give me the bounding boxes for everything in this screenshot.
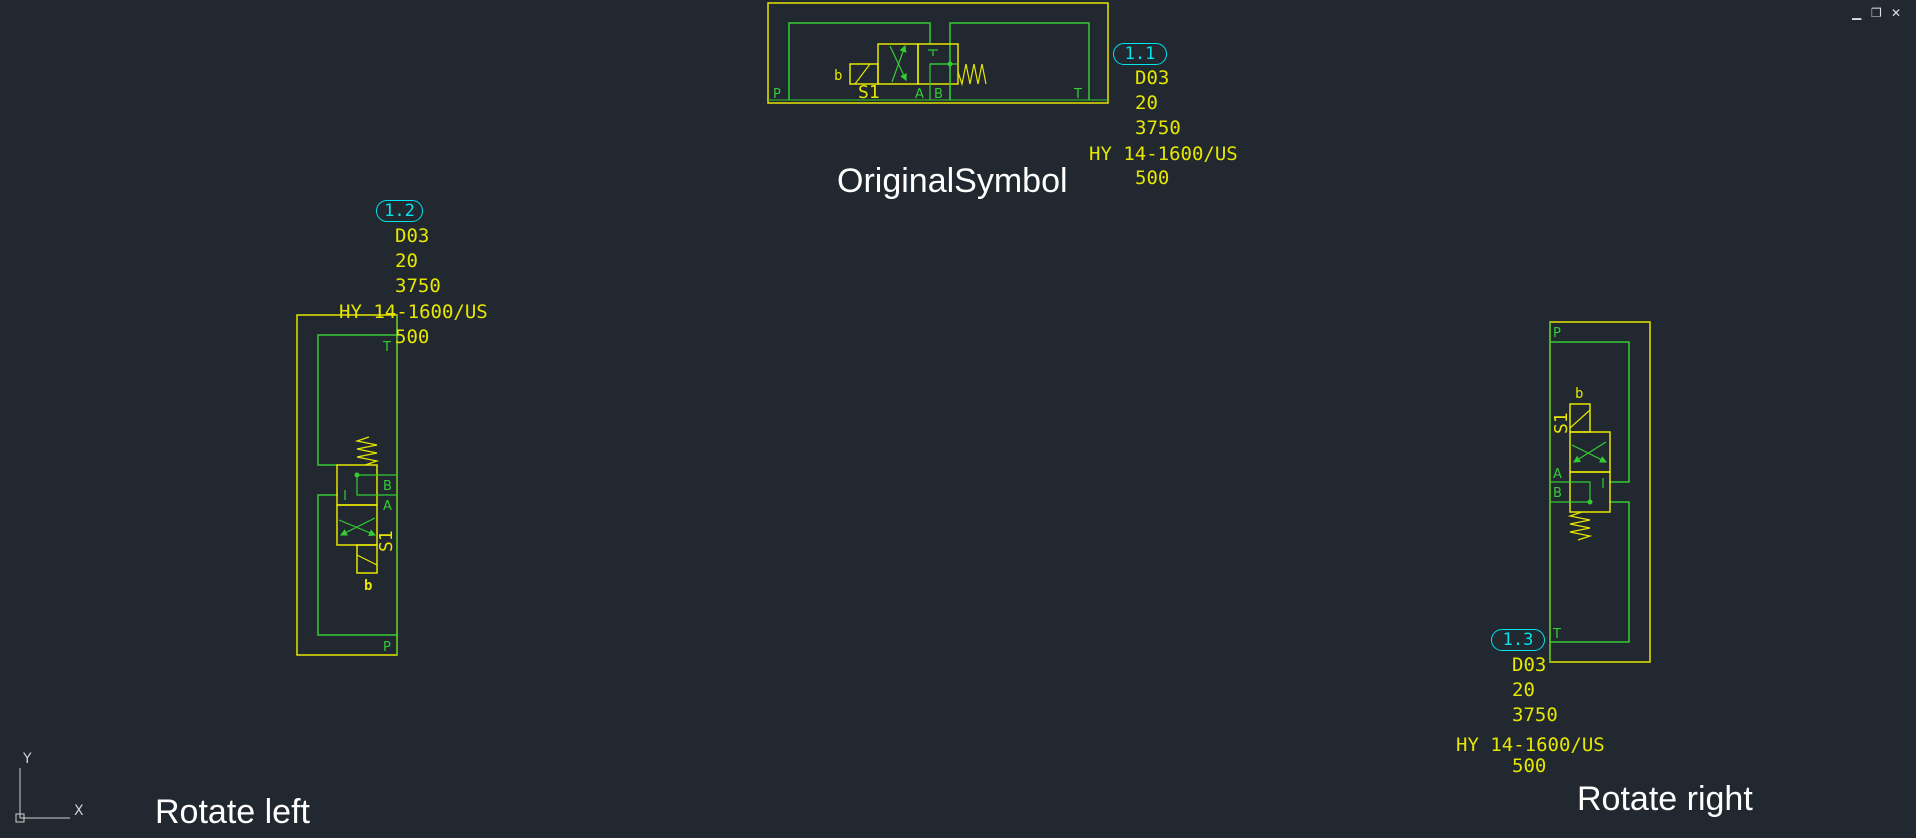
port-t-label: T	[382, 340, 391, 355]
port-b-label: B	[1553, 486, 1562, 501]
solenoid-name: S1	[1551, 412, 1572, 434]
attr-value: D03	[395, 225, 430, 247]
port-b-label: B	[383, 479, 392, 494]
port-t-label: T	[1552, 627, 1561, 642]
solenoid-name: S1	[376, 530, 397, 552]
valve-symbol-original[interactable]	[767, 2, 1109, 104]
attr-value: 500	[395, 326, 430, 348]
valve-symbol-rotate-left[interactable]	[296, 314, 398, 656]
port-p-label: P	[773, 87, 781, 102]
port-b-label: B	[934, 87, 943, 102]
caption-original-symbol: OriginalSymbol	[837, 162, 1068, 200]
port-t-label: T	[1073, 87, 1082, 102]
attr-value: HY 14-1600/US	[1089, 143, 1238, 165]
caption-rotate-right: Rotate right	[1577, 780, 1753, 818]
solenoid-letter: b	[834, 68, 842, 84]
close-button[interactable]: ✕	[1891, 6, 1902, 20]
attr-value: 20	[395, 250, 418, 272]
port-a-label: A	[1553, 467, 1562, 482]
attr-value: 500	[1512, 755, 1547, 777]
ucs-icon	[15, 768, 70, 823]
ucs-y-label: Y	[22, 751, 32, 767]
attr-value: 20	[1135, 92, 1158, 114]
attr-value: 3750	[1512, 704, 1558, 726]
port-p-label: P	[1553, 326, 1561, 341]
minimize-button[interactable]: ▁	[1852, 6, 1862, 20]
tag-1-2[interactable]: 1.2	[376, 200, 423, 222]
attr-value: D03	[1512, 654, 1547, 676]
attr-value: 3750	[1135, 117, 1181, 139]
port-a-label: A	[915, 87, 924, 102]
tag-1-3[interactable]: 1.3	[1491, 629, 1545, 651]
port-p-label: P	[383, 640, 391, 655]
caption-rotate-left: Rotate left	[155, 793, 310, 831]
attr-value: 20	[1512, 679, 1535, 701]
attr-value: 500	[1135, 167, 1170, 189]
ucs-x-label: X	[74, 803, 84, 819]
tag-1-1[interactable]: 1.1	[1113, 43, 1167, 65]
solenoid-letter: b	[364, 578, 372, 594]
attr-value: HY 14-1600/US	[1456, 734, 1605, 756]
valve-symbol-rotate-right[interactable]	[1549, 321, 1651, 663]
restore-button[interactable]: ❐	[1871, 6, 1882, 20]
solenoid-letter: b	[1575, 386, 1583, 402]
attr-value: HY 14-1600/US	[339, 301, 488, 323]
attr-value: 3750	[395, 275, 441, 297]
attr-value: D03	[1135, 67, 1170, 89]
port-a-label: A	[383, 499, 392, 514]
solenoid-name: S1	[858, 82, 880, 103]
